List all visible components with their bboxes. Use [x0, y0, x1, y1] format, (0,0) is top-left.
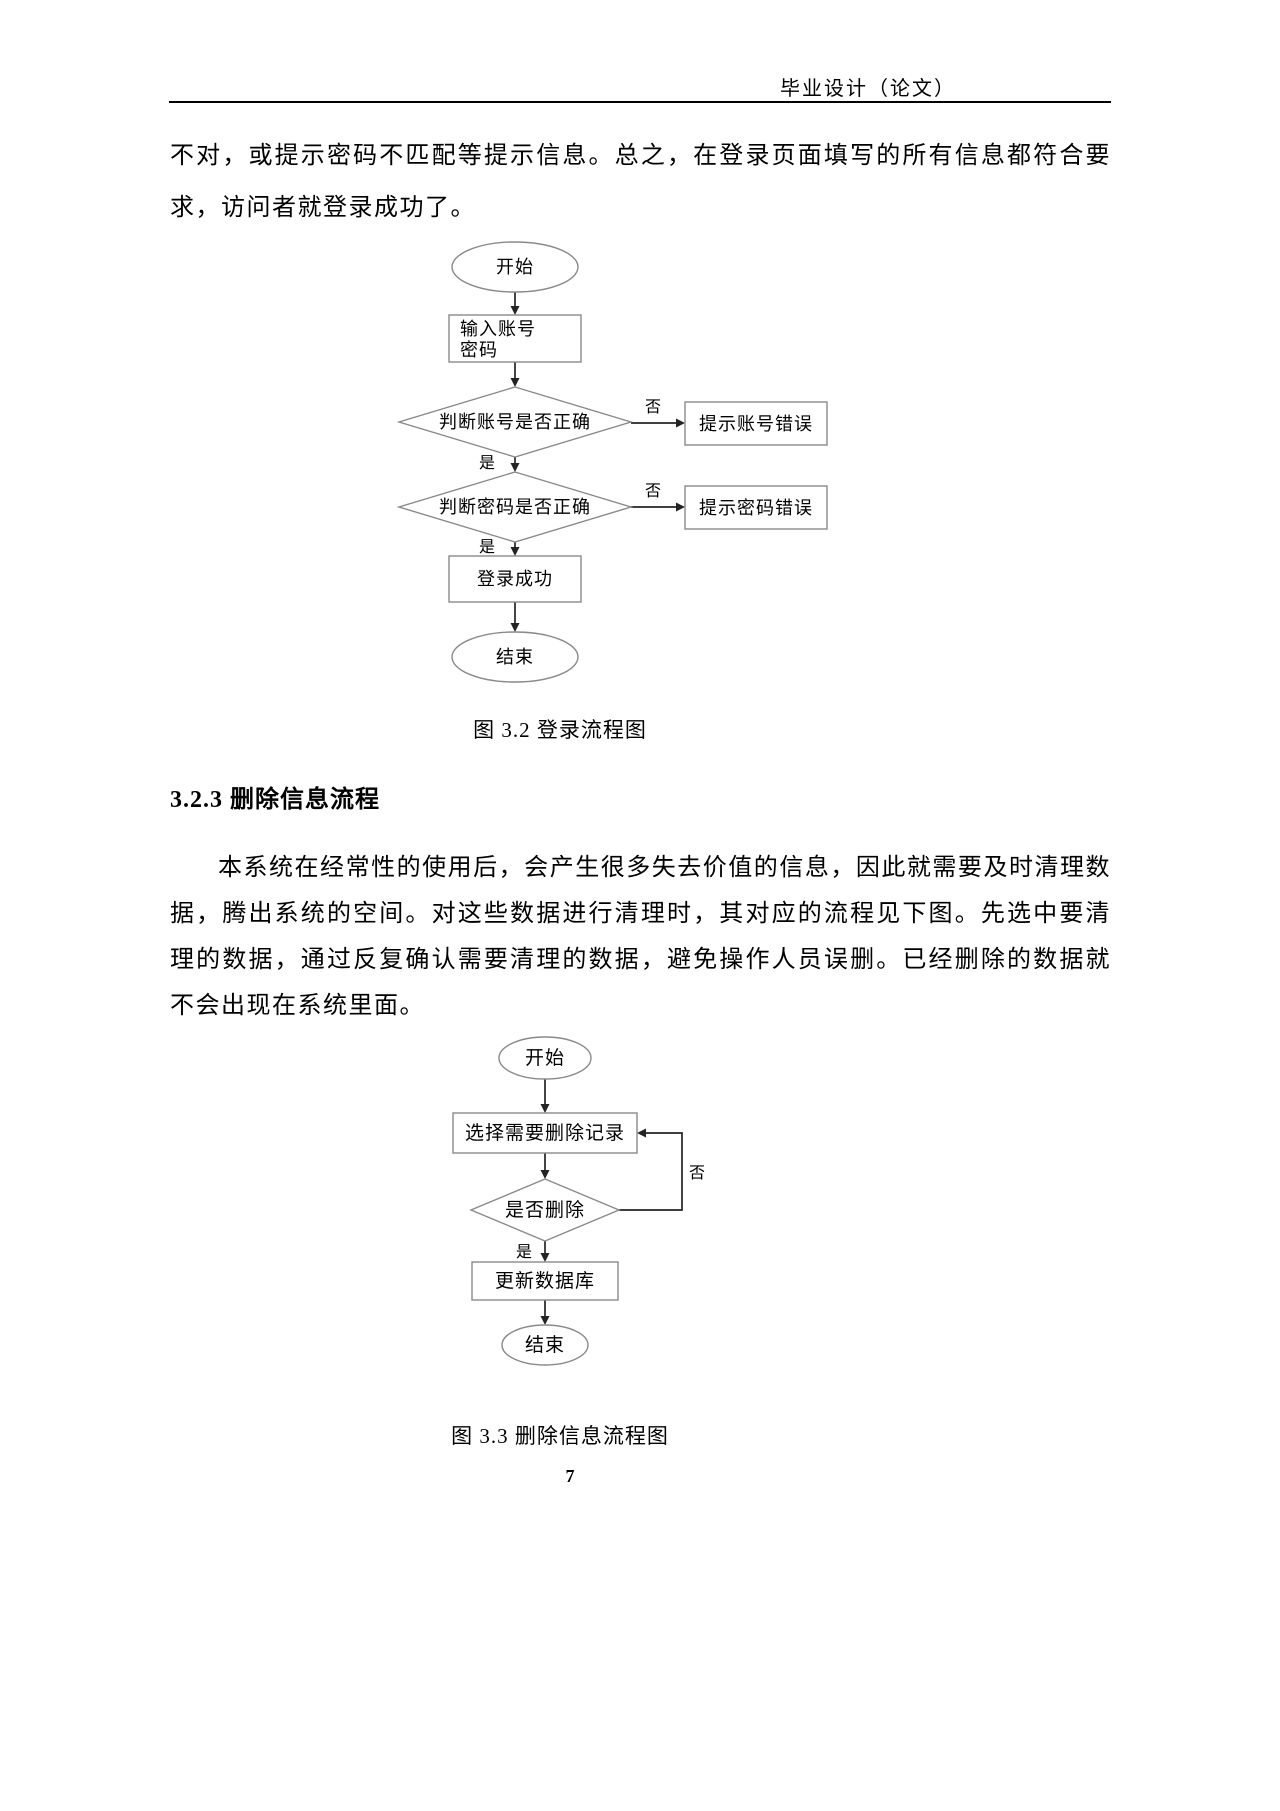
delete-end-terminal — [501, 1324, 589, 1366]
login-start-terminal — [451, 241, 579, 293]
delete-confirm-label: 是否删除 — [505, 1199, 585, 1221]
delete-update-label: 更新数据库 — [495, 1270, 595, 1292]
figure-caption-3-2: 图 3.2 登录流程图 — [473, 718, 647, 742]
connector-check-password-no — [631, 502, 685, 512]
login-end-terminal — [451, 631, 579, 683]
delete-select-label: 选择需要删除记录 — [465, 1122, 625, 1144]
page-number: 7 — [565, 1466, 575, 1486]
flowchart-delete-diagram: 开始 选择需要删除记录 是否删除 否 是 更新数据库 结束 — [452, 1036, 705, 1366]
connector-check-password-yes — [510, 542, 520, 556]
delete-select-box — [452, 1112, 638, 1154]
connector-select-to-confirm — [540, 1153, 550, 1179]
paragraph-login-summary: 不对，或提示密码不匹配等提示信息。总之，在登录页面填写的所有信息都符合要求，访问… — [170, 143, 1111, 221]
section-heading-3-2-3: 3.2.3 删除信息流程 — [170, 787, 380, 813]
connector-check-account-no — [631, 418, 685, 428]
login-success-box — [448, 555, 582, 603]
connector-input-to-check-account — [510, 362, 520, 387]
running-header-title: 毕业设计（论文） — [780, 78, 956, 100]
delete-end-label: 结束 — [525, 1334, 565, 1356]
figure-caption-3-3: 图 3.3 删除信息流程图 — [451, 1424, 669, 1448]
connector-start-to-select — [540, 1079, 550, 1113]
delete-update-box — [471, 1261, 619, 1301]
paragraph-delete-description: 本系统在经常性的使用后，会产生很多失去价值的信息，因此就需要及时清理数据，腾出系… — [170, 855, 1111, 1019]
login-input-box — [448, 314, 582, 363]
connector-check-account-yes — [510, 457, 520, 472]
login-check-account-decision — [396, 386, 634, 458]
login-check-account-label: 判断账号是否正确 — [439, 412, 591, 432]
login-start-label: 开始 — [496, 257, 534, 277]
connector-success-to-end — [510, 602, 520, 632]
login-no-label-2: 否 — [645, 483, 661, 500]
login-end-label: 结束 — [496, 647, 534, 667]
login-input-label-line1: 输入账号 — [460, 319, 536, 339]
login-error-password-label: 提示密码错误 — [699, 498, 813, 518]
header-rule — [169, 101, 1111, 103]
connector-confirm-yes — [540, 1241, 550, 1262]
connector-start-to-input — [510, 292, 520, 315]
delete-confirm-decision — [469, 1178, 621, 1242]
connector-confirm-no-loop — [619, 1128, 683, 1211]
delete-start-terminal — [498, 1036, 592, 1080]
login-yes-label-1: 是 — [479, 455, 495, 472]
delete-no-label: 否 — [689, 1165, 705, 1182]
login-error-account-label: 提示账号错误 — [699, 414, 813, 434]
login-success-label: 登录成功 — [477, 569, 553, 589]
delete-yes-label: 是 — [516, 1244, 532, 1261]
login-no-label-1: 否 — [645, 399, 661, 416]
login-check-password-decision — [396, 471, 634, 543]
login-yes-label-2: 是 — [479, 539, 495, 556]
login-error-password-box — [684, 485, 828, 530]
login-input-label-line2: 密码 — [460, 340, 498, 360]
flowchart-login-diagram: 开始 输入账号 密码 判断账号是否正确 否 提示账号错误 是 判断密码是否正确 … — [396, 241, 828, 683]
connector-update-to-end — [540, 1300, 550, 1325]
login-check-password-label: 判断密码是否正确 — [439, 497, 591, 517]
login-error-account-box — [684, 401, 828, 446]
delete-start-label: 开始 — [525, 1047, 565, 1069]
